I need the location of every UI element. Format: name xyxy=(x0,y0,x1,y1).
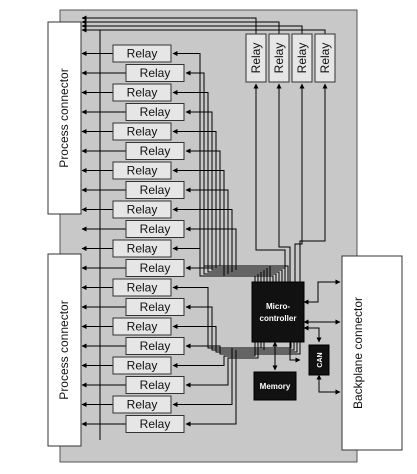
top-relay-to-connector-wire xyxy=(81,27,326,34)
relay-left-13: Relay xyxy=(112,278,172,297)
backplane-connector: Backplane connector xyxy=(341,255,403,451)
mcu-to-relay-wire xyxy=(172,324,298,353)
relay-left-label: Relay xyxy=(140,222,171,236)
relay-left-label: Relay xyxy=(140,300,171,314)
mcu-to-relay-wire xyxy=(172,342,262,407)
relay-left-12: Relay xyxy=(125,259,185,277)
relay-left-label: Relay xyxy=(140,261,171,275)
mcu-to-relay-wire xyxy=(185,226,283,282)
relay-top-label: Relay xyxy=(295,43,309,74)
signal-wires xyxy=(81,15,341,440)
relay-left-7: Relay xyxy=(112,161,172,180)
left-relay-column: RelayRelayRelayRelayRelayRelayRelayRelay… xyxy=(112,44,185,433)
relay-left-2: Relay xyxy=(125,64,185,82)
process-connector-bottom-label: Process connector xyxy=(57,300,71,399)
mcu-to-top-relay-wire xyxy=(253,83,286,282)
relay-left-19: Relay xyxy=(112,395,172,414)
relay-left-18: Relay xyxy=(125,376,185,394)
top-relay-row: Relay Relay Relay Relay xyxy=(245,33,336,83)
memory-chip: Memory xyxy=(253,371,297,401)
microcontroller-label-line1: Micro- xyxy=(266,302,290,311)
relay-top-label: Relay xyxy=(318,43,332,74)
relay-left-6: Relay xyxy=(125,142,185,160)
backplane-connector-label: Backplane connector xyxy=(351,297,365,409)
relay-left-label: Relay xyxy=(127,281,158,295)
relay-left-label: Relay xyxy=(140,66,171,80)
mcu-to-relay-wire xyxy=(172,342,256,368)
relay-left-label: Relay xyxy=(127,125,158,139)
mcu-aux-link xyxy=(289,342,301,363)
relay-left-label: Relay xyxy=(127,242,158,256)
relay-left-5: Relay xyxy=(112,122,172,141)
mcu-to-relay-wire xyxy=(172,90,262,282)
relay-left-label: Relay xyxy=(127,47,158,61)
process-connector-top-label: Process connector xyxy=(57,68,71,167)
memory-label: Memory xyxy=(260,382,291,391)
relay-left-label: Relay xyxy=(127,164,158,178)
relay-left-1: Relay xyxy=(112,44,172,63)
relay-left-label: Relay xyxy=(140,183,171,197)
mcu-can-link xyxy=(303,325,322,343)
mcu-backplane-link-upper xyxy=(303,279,341,305)
relay-left-label: Relay xyxy=(140,378,171,392)
relay-left-label: Relay xyxy=(127,203,158,217)
mcu-to-top-relay-wire xyxy=(299,83,328,282)
relay-left-label: Relay xyxy=(127,86,158,100)
relay-top-4: Relay xyxy=(314,33,336,83)
relay-left-8: Relay xyxy=(125,181,185,199)
mcu-to-relay-wire xyxy=(172,285,292,349)
relay-left-label: Relay xyxy=(140,339,171,353)
relay-left-label: Relay xyxy=(140,144,171,158)
relay-left-9: Relay xyxy=(112,200,172,219)
can-chip: CAN xyxy=(308,344,330,376)
mcu-to-relay-wire xyxy=(172,207,280,282)
mcu-to-relay-wire xyxy=(185,70,259,282)
mcu-to-relay-wire xyxy=(185,342,259,388)
can-backplane-link xyxy=(316,374,341,395)
relay-top-label: Relay xyxy=(272,43,286,74)
mcu-to-relay-wire xyxy=(172,168,274,282)
microcontroller-label-line2: controller xyxy=(260,314,297,323)
process-connector-top: Process connector xyxy=(47,21,82,215)
relay-top-3: Relay xyxy=(291,33,313,83)
mcu-to-relay-wire xyxy=(185,342,301,355)
mcu-to-top-relay-wire xyxy=(276,83,291,282)
relay-left-label: Relay xyxy=(140,417,171,431)
relay-left-14: Relay xyxy=(125,298,185,316)
mcu-to-relay-wire xyxy=(185,265,289,282)
mcu-to-top-relay-wire xyxy=(294,83,305,282)
relay-left-11: Relay xyxy=(112,239,172,258)
mcu-to-relay-wire xyxy=(185,187,277,282)
relay-left-20: Relay xyxy=(125,415,185,433)
mcu-to-relay-wire xyxy=(185,342,265,427)
relay-top-1: Relay xyxy=(245,33,267,83)
mcu-to-relay-wire xyxy=(185,304,295,351)
relay-left-3: Relay xyxy=(112,83,172,102)
relay-left-label: Relay xyxy=(127,359,158,373)
relay-left-15: Relay xyxy=(112,317,172,336)
can-label: CAN xyxy=(317,352,324,367)
top-relay-to-connector-wire xyxy=(81,15,257,34)
relay-left-17: Relay xyxy=(112,356,172,375)
relay-top-2: Relay xyxy=(268,33,290,83)
microcontroller-chip: Micro- controller xyxy=(251,281,305,343)
relay-left-label: Relay xyxy=(127,398,158,412)
relay-left-4: Relay xyxy=(125,103,185,121)
relay-left-label: Relay xyxy=(127,320,158,334)
relay-left-16: Relay xyxy=(125,337,185,355)
relay-left-label: Relay xyxy=(140,105,171,119)
relay-left-10: Relay xyxy=(125,220,185,238)
mcu-to-relay-wire xyxy=(172,51,256,282)
relay-top-label: Relay xyxy=(249,43,263,74)
top-relay-to-connector-wire xyxy=(81,23,303,34)
process-connector-bottom: Process connector xyxy=(47,253,82,447)
